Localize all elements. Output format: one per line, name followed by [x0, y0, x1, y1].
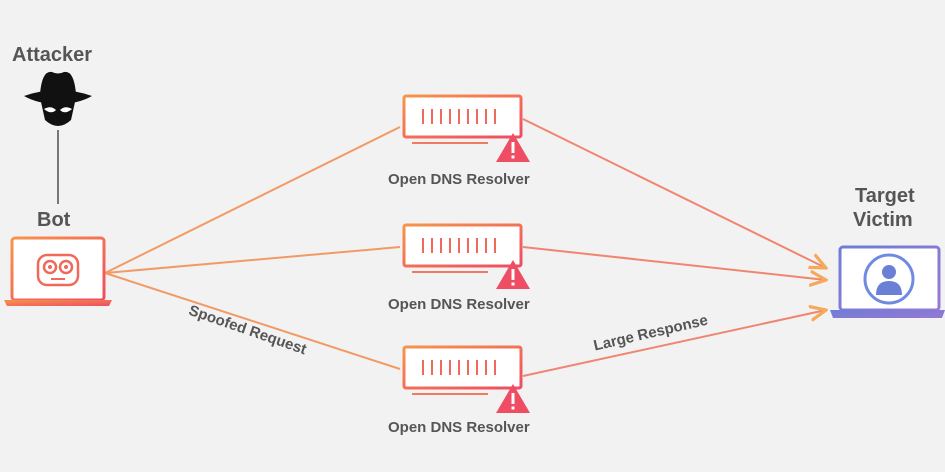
robot-laptop-icon	[4, 236, 112, 306]
warning-triangle-icon	[496, 133, 530, 162]
spoofed-request-lines	[104, 126, 401, 370]
server-icon	[402, 94, 523, 139]
request-line-2	[104, 246, 401, 274]
bot-label: Bot	[37, 209, 71, 231]
victim-label: Victim	[853, 209, 913, 231]
server-icon	[402, 223, 523, 268]
resolver-label-1: Open DNS Resolver	[388, 171, 530, 188]
resolver-1	[402, 94, 530, 162]
resolver-3	[402, 345, 530, 413]
response-line-2	[522, 246, 826, 280]
large-response-lines	[522, 118, 826, 377]
resolver-label-3: Open DNS Resolver	[388, 419, 530, 436]
resolver-label-2: Open DNS Resolver	[388, 296, 530, 313]
request-line-3	[104, 272, 401, 370]
resolver-2	[402, 223, 530, 289]
request-line-1	[104, 126, 401, 274]
response-line-1	[522, 118, 826, 268]
target-label: Target	[855, 185, 915, 207]
user-laptop-icon	[830, 245, 945, 318]
warning-triangle-icon	[496, 260, 530, 289]
warning-triangle-icon	[496, 384, 530, 413]
server-icon	[402, 345, 523, 390]
response-line-3	[522, 310, 826, 377]
attacker-label: Attacker	[12, 44, 93, 66]
spy-hat-icon	[24, 71, 92, 126]
